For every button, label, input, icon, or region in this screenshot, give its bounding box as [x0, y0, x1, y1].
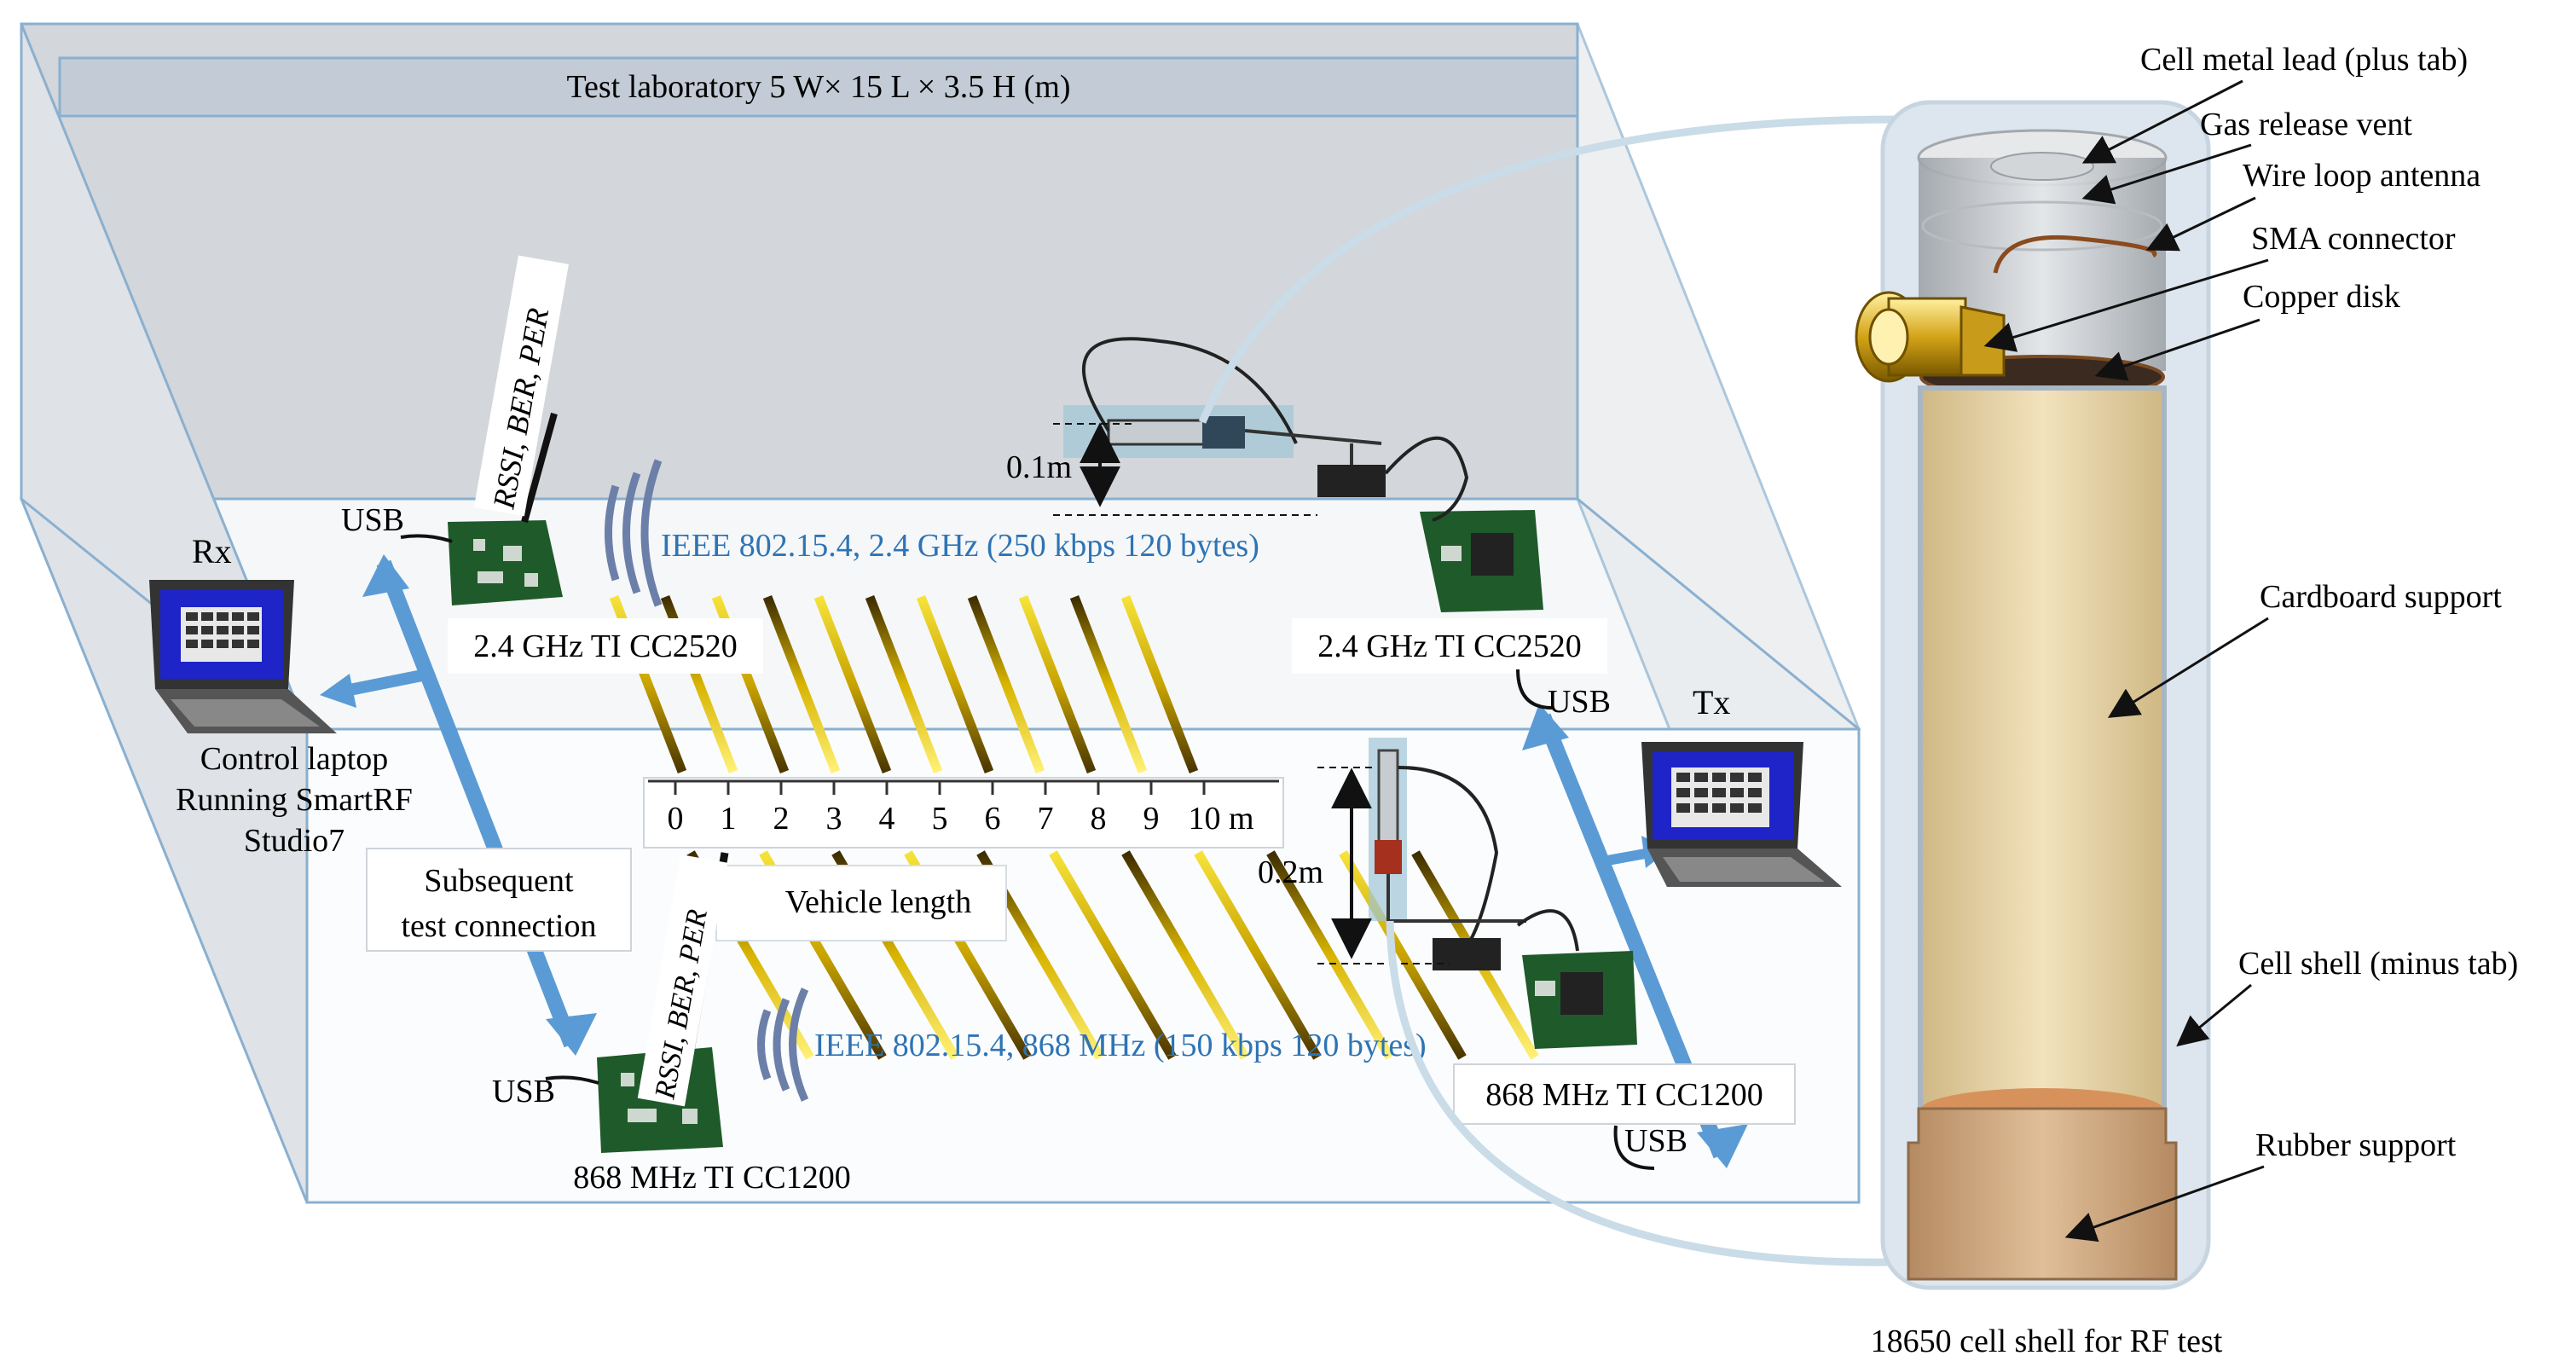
link-label-868: IEEE 802.15.4, 868 MHz (150 kbps 120 byt… [814, 1028, 1427, 1063]
tx-board-bottom-label: 868 MHz TI CC1200 [1485, 1077, 1763, 1113]
cell-part-shell: Cell shell (minus tab) [2238, 946, 2518, 982]
scale-box [643, 777, 1284, 849]
cell-part-gas-vent: Gas release vent [2200, 107, 2412, 142]
rx-laptop-caption-2: Running SmartRF [176, 782, 413, 818]
rx-wave-bottom [757, 988, 809, 1102]
tx-usb-bottom: USB [1624, 1123, 1687, 1159]
signal-bar-top [813, 595, 892, 773]
rx-laptop-arrow [344, 668, 432, 697]
scale-tick-label: 1 [721, 801, 737, 837]
cell-part-plus-tab: Cell metal lead (plus tab) [2140, 42, 2468, 78]
tx-laptop [1641, 742, 1842, 887]
signal-bar-top [1018, 595, 1097, 773]
height-bottom-label: 0.2m [1258, 854, 1323, 890]
rx-laptop-caption-3: Studio7 [244, 823, 344, 859]
signal-bar-top [916, 595, 994, 773]
signal-bar-top [1069, 595, 1148, 773]
scale-tick-label: 9 [1143, 801, 1160, 837]
rx-usb-top: USB [341, 502, 404, 538]
subsequent-line-2: test connection [402, 908, 597, 944]
vehicle-length-label: Vehicle length [785, 884, 971, 920]
tx-label: Tx [1693, 683, 1730, 721]
tx-board-868 [1516, 909, 1637, 1049]
vehicle-length-group: Vehicle length [715, 865, 1007, 941]
rx-board-top-label: 2.4 GHz TI CC2520 [473, 628, 738, 664]
height-marker-bottom: 0.2m [1258, 767, 1450, 964]
cell-part-copper-disk: Copper disk [2243, 279, 2400, 315]
rx-board-2g4 [400, 412, 563, 605]
signal-bar-top [865, 595, 943, 773]
cell-part-wire-loop: Wire loop antenna [2243, 158, 2480, 194]
tx-usb-top: USB [1548, 684, 1611, 720]
link-label-2g4: IEEE 802.15.4, 2.4 GHz (250 kbps 120 byt… [661, 528, 1259, 564]
signal-bar-top [967, 595, 1045, 773]
cell-detail [1855, 100, 2211, 1290]
signal-bar-top [762, 595, 841, 773]
rx-usb-bottom: USB [492, 1074, 555, 1109]
scale-tick-label: 5 [932, 801, 948, 837]
height-marker-top: 0.1m [1006, 422, 1317, 516]
subsequent-line-1: Subsequent [424, 863, 574, 899]
tx-board-top-label: 2.4 GHz TI CC2520 [1317, 628, 1582, 664]
rx-laptop-caption-1: Control laptop [200, 741, 389, 777]
signal-bar-bottom [1121, 850, 1249, 1060]
tx-antenna-868 [1369, 738, 1526, 970]
rx-label: Rx [192, 532, 232, 571]
rx-laptop [149, 580, 337, 733]
tx-laptop-arrow [1601, 848, 1652, 866]
subsequent-label-group: Subsequent test connection [366, 848, 632, 952]
detail-leaders [1198, 115, 1902, 1266]
cell-callouts: Cell metal lead (plus tab) Gas release v… [1983, 42, 2518, 1242]
rx-wave-top [605, 459, 663, 607]
scale-tick-label: 4 [879, 801, 895, 837]
signal-bar-bottom [1049, 850, 1177, 1060]
signal-bar-bottom [1194, 850, 1322, 1060]
cell-part-cardboard: Cardboard support [2260, 579, 2502, 615]
cell-part-rubber: Rubber support [2255, 1127, 2457, 1163]
signal-bar-top [1120, 595, 1199, 773]
scale-tick-label: 0 [668, 801, 684, 837]
cell-part-sma: SMA connector [2251, 221, 2456, 257]
lab-title: Test laboratory 5 W× 15 L × 3.5 H (m) [566, 69, 1070, 105]
scale-tick-label: 7 [1038, 801, 1054, 837]
lab-title-bar [58, 56, 1579, 118]
scale-tick-label: 2 [773, 801, 790, 837]
rx-board-bottom-label: 868 MHz TI CC1200 [573, 1160, 850, 1196]
scale-tick-label: 8 [1091, 801, 1107, 837]
height-top-label: 0.1m [1006, 449, 1072, 485]
scale-tick-label: 3 [826, 801, 842, 837]
rx-connection-arrow [376, 559, 579, 1048]
tx-board-2g4 [1384, 436, 1543, 612]
scale-tick-label: 6 [985, 801, 1001, 837]
scale-tick-label: 10 m [1188, 801, 1253, 837]
signal-bar-bottom [1266, 850, 1394, 1060]
sma-connector [1855, 291, 2006, 383]
cell-caption: 18650 cell shell for RF test [1871, 1324, 2223, 1359]
